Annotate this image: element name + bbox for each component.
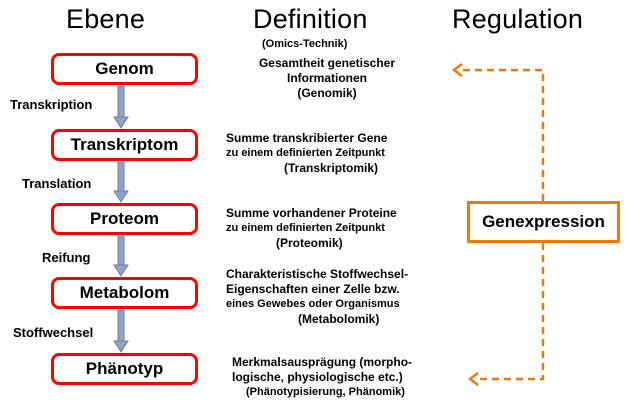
regulation-arrowheads	[451, 63, 479, 386]
definition-line: Summe transkribierter Gene	[226, 131, 388, 145]
header-definition: Definition	[253, 4, 368, 34]
regulation-box-genexpression: Genexpression	[467, 201, 620, 243]
arrow-transkription	[113, 85, 129, 129]
transition-translation: Translation	[22, 176, 92, 191]
definition-line: (Genomik)	[297, 86, 357, 100]
definition-line: Summe vorhandener Proteine	[226, 206, 397, 220]
definition-line: Informationen	[287, 71, 367, 85]
transition-transkription: Transkription	[10, 97, 93, 112]
arrow-translation	[113, 161, 129, 203]
definition-line: eines Gewebes oder Organismus	[226, 298, 400, 310]
definition-line: logische, physiologische etc.)	[232, 370, 403, 384]
definition-line: (Transkriptomik)	[284, 161, 379, 175]
definition-line: Gesamtheit genetischer	[258, 56, 396, 70]
level-box-metabolom: Metabolom	[51, 277, 198, 309]
definition-line: Merkmalsausprägung (morpho-	[232, 355, 413, 369]
definition-transkriptom: Summe transkribierter Gene zu einem defi…	[226, 131, 387, 176]
level-box-transkriptom: Transkriptom	[51, 129, 198, 161]
definition-line: (Proteomik)	[276, 236, 343, 250]
definition-line: Eigenschaften einer Zelle bzw.	[226, 282, 400, 296]
definition-phaenotyp: Merkmalsausprägung (morpho- logische, ph…	[232, 355, 412, 400]
definition-line: (Metabolomik)	[298, 312, 380, 326]
transition-stoffwechsel: Stoffwechsel	[13, 325, 94, 340]
definition-line: (Phänotypisierung, Phänomik)	[246, 386, 405, 398]
definition-proteom: Summe vorhandener Proteine zu einem defi…	[226, 206, 397, 251]
definition-line: zu einem definierten Zeitpunkt	[226, 222, 385, 234]
definition-line: zu einem definierten Zeitpunkt	[226, 147, 385, 159]
header-ebene: Ebene	[66, 4, 146, 34]
transition-reifung: Reifung	[42, 250, 91, 265]
arrow-reifung	[113, 235, 129, 277]
arrow-stoffwechsel	[113, 309, 129, 353]
header-regulation: Regulation	[452, 4, 584, 34]
regulation-lines	[462, 68, 545, 381]
definition-subtitle: (Omics-Technik)	[262, 38, 348, 50]
level-box-genom: Genom	[51, 53, 198, 85]
definition-line: Charakteristische Stoffwechsel-	[226, 267, 409, 281]
definition-metabolom: Charakteristische Stoffwechsel- Eigensch…	[226, 267, 408, 327]
definition-genom: Gesamtheit genetischer Informationen (Ge…	[242, 56, 412, 101]
level-box-proteom: Proteom	[51, 203, 198, 235]
level-box-phaenotyp: Phänotyp	[51, 353, 198, 385]
